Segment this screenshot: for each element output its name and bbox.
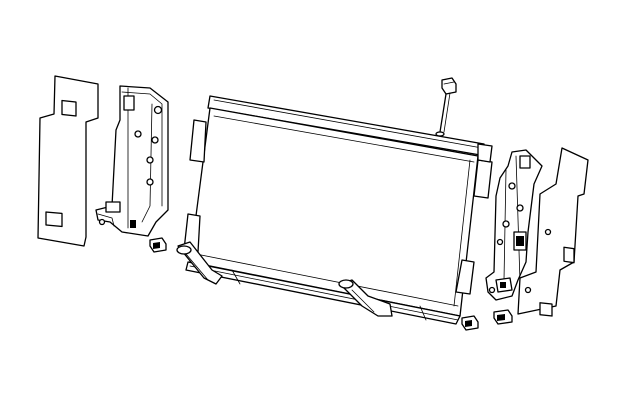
left-mounting-bracket [95,85,169,237]
clip-right-a [461,315,479,331]
left-air-seal [37,75,99,247]
right-air-seal [517,147,589,317]
drain-plug [435,77,457,137]
condenser-core [176,95,493,325]
clip-left [149,237,167,253]
right-mounting-bracket [485,149,543,301]
clip-right-b [493,309,513,325]
